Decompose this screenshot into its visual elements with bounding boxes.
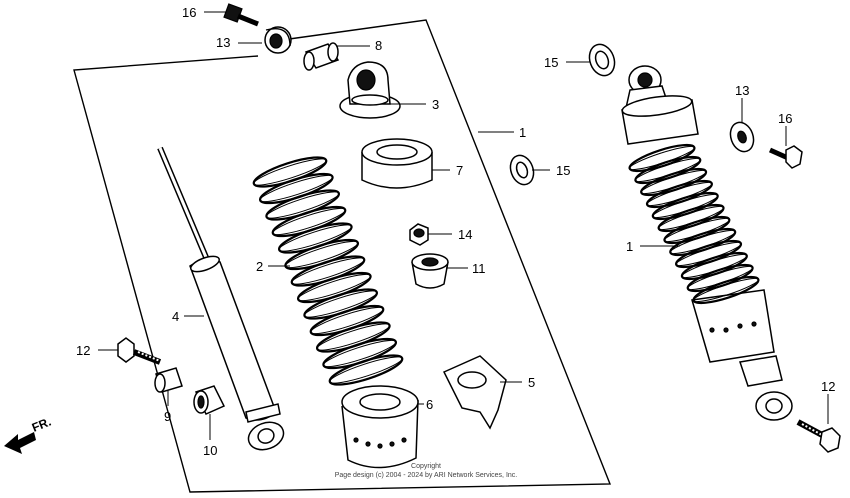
bushing-10[interactable] (193, 385, 226, 415)
front-direction-label: FR. (30, 415, 53, 435)
spring-2[interactable] (251, 152, 405, 391)
callout-4: 4 (172, 309, 179, 324)
front-direction-arrow-icon (4, 432, 36, 454)
washer-15-right[interactable] (585, 41, 618, 79)
callout-9: 9 (164, 409, 171, 424)
callout-1-right: 1 (626, 239, 633, 254)
washer-13-right[interactable] (727, 119, 758, 155)
callout-14: 14 (458, 227, 472, 242)
callout-7: 7 (456, 163, 463, 178)
callout-12-right: 12 (821, 379, 835, 394)
callout-15-middle: 15 (556, 163, 570, 178)
copyright-line-2: Page design (c) 2004 - 2024 by ARI Netwo… (335, 472, 518, 479)
callout-16-right: 16 (778, 111, 792, 126)
shock-absorber-1-assembly[interactable] (621, 65, 793, 421)
damper-4[interactable] (157, 146, 287, 454)
washer-15-middle[interactable] (507, 152, 538, 188)
assembly-outline (73, 19, 612, 493)
collar-9[interactable] (154, 367, 183, 393)
adjuster-5[interactable] (442, 355, 507, 430)
callout-10: 10 (203, 443, 217, 458)
spring-seat-7[interactable] (361, 138, 433, 189)
callout-13-top: 13 (216, 35, 230, 50)
callout-12-left: 12 (76, 343, 90, 358)
callout-15-right: 15 (544, 55, 558, 70)
callout-2: 2 (256, 259, 263, 274)
callout-5: 5 (528, 375, 535, 390)
washer-13-top[interactable] (264, 26, 292, 54)
callout-16-top: 16 (182, 5, 196, 20)
bolt-16-right[interactable] (768, 145, 803, 169)
bolt-12-left[interactable] (117, 337, 162, 365)
bolt-12-right[interactable] (796, 419, 841, 453)
bushing-8[interactable] (303, 42, 340, 71)
callout-3: 3 (432, 97, 439, 112)
bump-rubber-11[interactable] (411, 253, 449, 289)
upper-mount-3[interactable] (339, 61, 401, 119)
callout-8: 8 (375, 38, 382, 53)
nut-14[interactable] (409, 223, 429, 246)
callout-1-left: 1 (519, 125, 526, 140)
leader-lines (98, 11, 829, 440)
copyright-line-1: Copyright (411, 463, 441, 470)
spring-seat-6[interactable] (341, 385, 419, 469)
bolt-16-top[interactable] (223, 3, 259, 27)
callout-13-right: 13 (735, 83, 749, 98)
callout-6: 6 (426, 397, 433, 412)
callout-11: 11 (472, 261, 486, 276)
